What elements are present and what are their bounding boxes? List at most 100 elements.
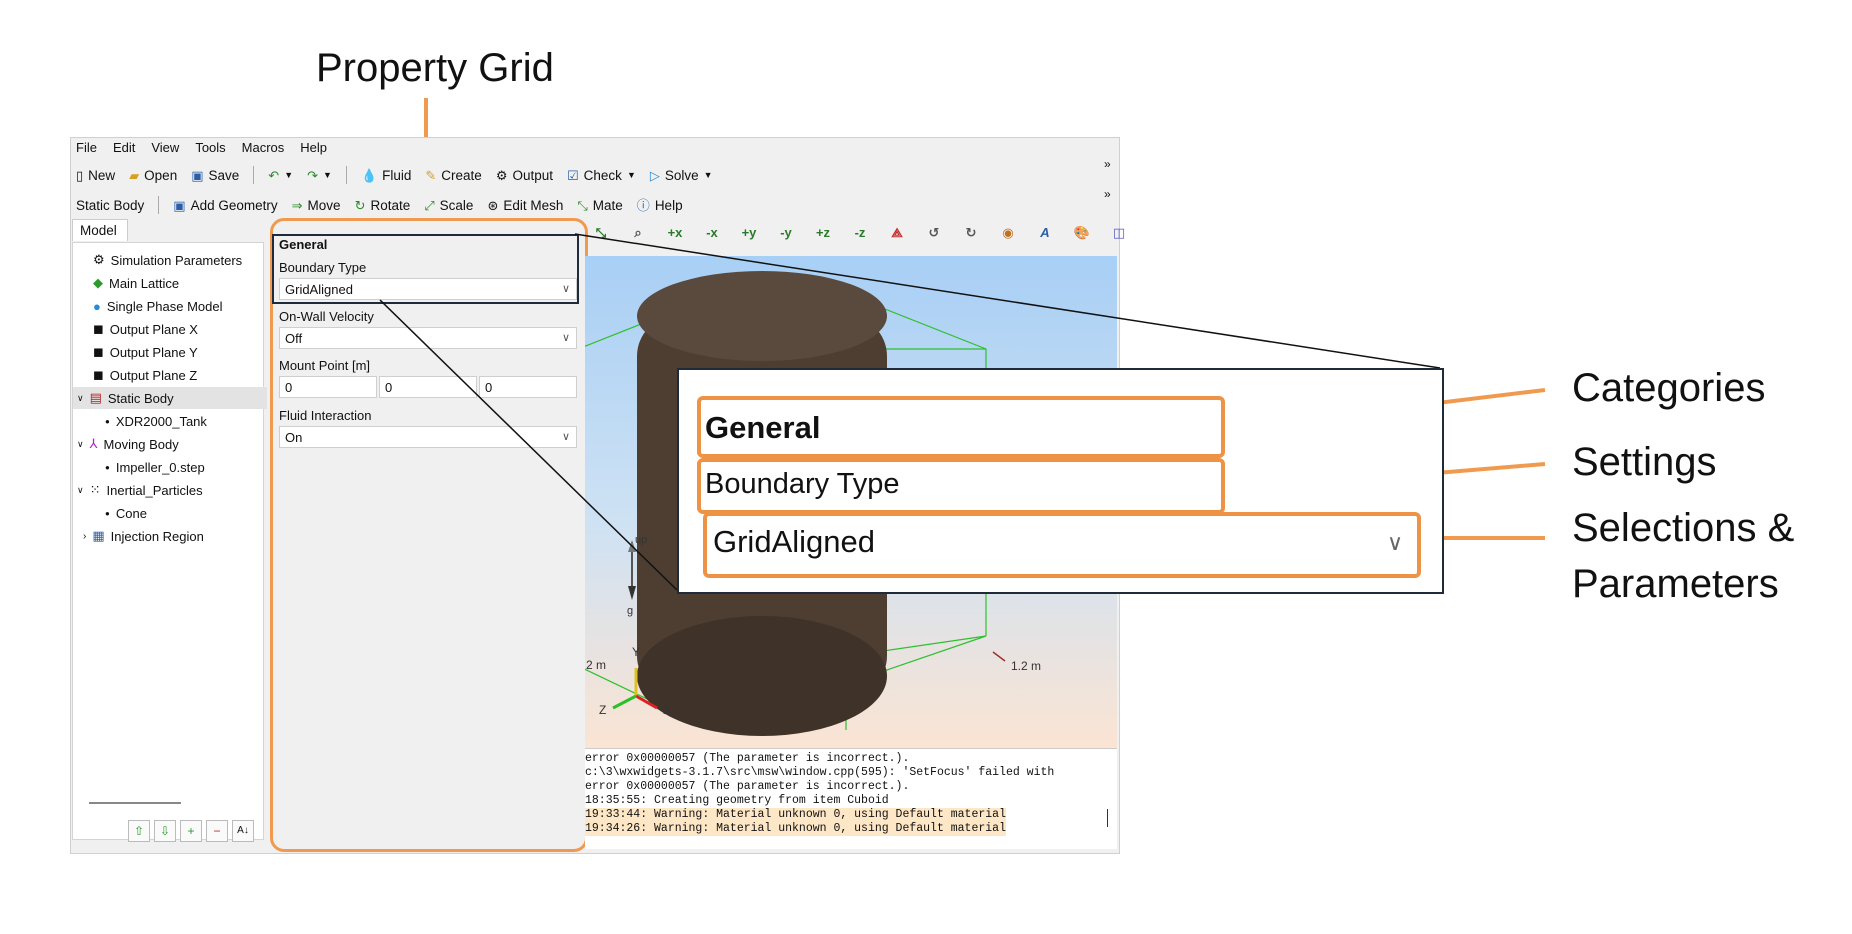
toolbar-overflow-icon[interactable]: » [1104, 187, 1111, 201]
mount-point-z-input[interactable]: 0 [479, 376, 577, 398]
tree-item-simulation-parameters[interactable]: ⚙Simulation Parameters [93, 252, 243, 268]
wall-velocity-label: On-Wall Velocity [279, 309, 374, 324]
palette-icon[interactable]: 🎨 [1073, 225, 1091, 240]
new-button[interactable]: ▯New [76, 167, 116, 183]
menu-macros[interactable]: Macros [241, 140, 285, 155]
mate-button[interactable]: ⤡Mate [577, 197, 623, 213]
rotate-minus-90-icon[interactable]: ↺ [928, 225, 940, 240]
isometric-view-icon[interactable]: ⟁ [891, 225, 903, 240]
edit-mesh-button[interactable]: ⊛Edit Mesh [487, 197, 564, 213]
model-tree: ⚙Simulation Parameters ◆Main Lattice ●Si… [72, 242, 267, 840]
menu-tools[interactable]: Tools [195, 140, 226, 155]
move-button[interactable]: ⇒Move [291, 197, 341, 213]
move-up-button[interactable]: ⇧ [128, 820, 150, 842]
menu-file[interactable]: File [76, 140, 97, 155]
mate-icon: ⤡ [577, 197, 588, 213]
tree-item-injection-region[interactable]: ›▦Injection Region [83, 528, 204, 544]
solve-button[interactable]: ▷Solve▼ [649, 167, 713, 183]
create-button[interactable]: ✎Create [425, 167, 482, 183]
scale-button[interactable]: ⤢Scale [424, 197, 474, 213]
tree-item-inertial-particles[interactable]: ∨⁙Inertial_Particles [77, 482, 203, 498]
undo-icon: ↶ [268, 167, 280, 183]
check-list-icon: ☑ [567, 167, 579, 183]
wall-icon: ▤ [89, 390, 102, 405]
output-button[interactable]: ⚙Output [495, 167, 554, 183]
rotate-button[interactable]: ↻Rotate [354, 197, 411, 213]
boundary-type-select[interactable]: GridAligned∨ [279, 278, 577, 300]
redo-button[interactable]: ↷▼ [307, 169, 332, 182]
log-console[interactable]: error 0x00000057 (The parameter is incor… [585, 748, 1117, 849]
view-plus-y-icon[interactable]: +y [741, 225, 757, 240]
sort-az-button[interactable]: A↓ [232, 820, 254, 842]
text-style-icon[interactable]: A [1040, 225, 1050, 240]
menu-view[interactable]: View [151, 140, 180, 155]
view-minus-x-icon[interactable]: -x [706, 225, 718, 240]
visibility-icon[interactable]: ◉ [1002, 225, 1014, 240]
categories-highlight [697, 396, 1225, 458]
selections-annotation-line2: Parameters [1572, 562, 1779, 606]
log-scrollbar[interactable] [1107, 809, 1108, 827]
zoom-icon[interactable]: ⌕ [634, 225, 642, 240]
view-plus-x-icon[interactable]: +x [667, 225, 683, 240]
check-button[interactable]: ☑Check▼ [567, 167, 636, 183]
wall-velocity-select[interactable]: Off∨ [279, 327, 577, 349]
zoom-boundary-type-value: GridAligned [713, 524, 875, 559]
add-geometry-button[interactable]: ▣Add Geometry [173, 197, 278, 213]
boundary-type-label: Boundary Type [279, 260, 367, 275]
tree-scrollbar[interactable] [89, 802, 181, 804]
tree-item-main-lattice[interactable]: ◆Main Lattice [93, 275, 180, 291]
toolbar-overflow-icon[interactable]: » [1104, 157, 1111, 171]
mount-point-y-input[interactable]: 0 [379, 376, 477, 398]
tree-item-xdr2000-tank[interactable]: ●XDR2000_Tank [105, 413, 207, 429]
tree-item-output-plane-z[interactable]: ◼Output Plane Z [93, 367, 198, 383]
add-item-button[interactable]: + [180, 820, 202, 842]
rotate-plus-90-icon[interactable]: ↻ [965, 225, 977, 240]
tree-item-output-plane-x[interactable]: ◼Output Plane X [93, 321, 198, 337]
fit-view-icon[interactable]: ⤡ [595, 225, 607, 240]
tree-item-single-phase-model[interactable]: ●Single Phase Model [93, 298, 223, 314]
axis-x-label: X [663, 703, 671, 717]
fluid-button[interactable]: 💧Fluid [360, 167, 412, 183]
expand-chevron-icon: ∨ [77, 392, 84, 403]
view-minus-z-icon[interactable]: -z [854, 225, 866, 240]
folder-icon: ▰ [129, 167, 140, 183]
tree-item-output-plane-y[interactable]: ◼Output Plane Y [93, 344, 198, 360]
undo-button[interactable]: ↶▼ [268, 169, 293, 182]
render-mode-icon[interactable]: ◫ [1112, 225, 1126, 240]
chevron-down-icon: ∨ [561, 332, 570, 344]
tree-item-moving-body[interactable]: ∨⅄Moving Body [77, 436, 179, 452]
dropdown-arrow-icon: ▼ [703, 170, 713, 180]
open-button[interactable]: ▰Open [129, 167, 178, 183]
remove-item-button[interactable]: − [206, 820, 228, 842]
log-line: 18:35:55: Creating geometry from item Cu… [585, 794, 889, 807]
dot-icon: ● [105, 462, 110, 472]
arrow-right-icon: ⇒ [291, 197, 303, 213]
settings-annotation: Settings [1572, 440, 1717, 484]
menu-help[interactable]: Help [300, 140, 328, 155]
moving-body-icon: ⅄ [89, 436, 98, 451]
context-toolbar: Static Body ▣Add Geometry ⇒Move ↻Rotate … [76, 193, 683, 217]
move-down-button[interactable]: ⇩ [154, 820, 176, 842]
view-toolbar: ⤡ ⌕ +x -x +y -y +z -z ⟁ ↺ ↻ ◉ A 🎨 ◫ [590, 222, 1130, 244]
tree-item-cone[interactable]: ●Cone [105, 505, 147, 521]
tab-model[interactable]: Model [72, 219, 128, 241]
view-minus-y-icon[interactable]: -y [780, 225, 792, 240]
context-label: Static Body [76, 197, 145, 213]
play-icon: ▷ [649, 167, 660, 183]
dropdown-arrow-icon: ▼ [284, 170, 294, 180]
axis-y-label: Y [632, 645, 640, 659]
category-general: General [279, 237, 328, 252]
tree-item-static-body[interactable]: ∨▤Static Body [73, 387, 267, 409]
dropdown-arrow-icon: ▼ [323, 170, 332, 180]
save-button[interactable]: ▣Save [191, 167, 240, 183]
new-file-icon: ▯ [76, 167, 84, 183]
rotate-icon: ↻ [354, 197, 366, 213]
fluid-interaction-select[interactable]: On∨ [279, 426, 577, 448]
menu-edit[interactable]: Edit [112, 140, 136, 155]
categories-annotation: Categories [1572, 366, 1766, 410]
tree-item-impeller[interactable]: ●Impeller_0.step [105, 459, 205, 475]
view-plus-z-icon[interactable]: +z [815, 225, 831, 240]
mount-point-x-input[interactable]: 0 [279, 376, 377, 398]
axis-up-label: up [635, 534, 647, 546]
